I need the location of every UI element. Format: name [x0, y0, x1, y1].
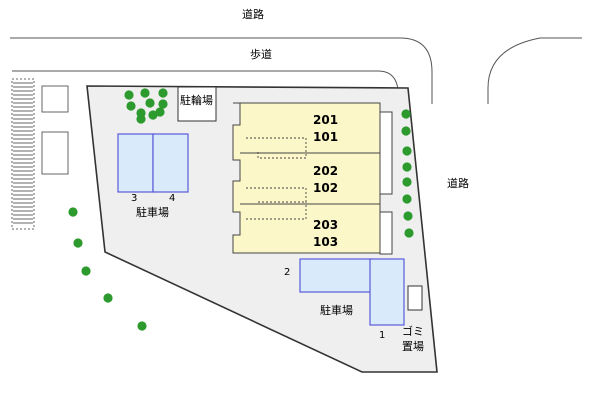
tree-icon [126, 101, 136, 111]
trees [68, 88, 414, 331]
unit-102: 102 [313, 181, 339, 195]
road-right-curb-line [487, 37, 582, 104]
tree-icon [145, 98, 155, 108]
road-top-label: 道路 [242, 8, 264, 21]
tree-icon [404, 228, 414, 238]
tree-icon [158, 99, 168, 109]
tree-icon [148, 110, 158, 120]
building-outline [232, 102, 381, 254]
unit-103: 103 [313, 235, 339, 249]
balcony-top [379, 111, 393, 195]
parking-left [117, 133, 189, 193]
tree-icon [155, 107, 165, 117]
parking-space-2 [299, 258, 373, 293]
sidewalk-outer-line [10, 37, 433, 104]
unit-101: 101 [313, 130, 339, 144]
tree-icon [124, 90, 134, 100]
garbage-label-line1: ゴミ [402, 325, 424, 338]
parking-number-2: 2 [284, 267, 291, 278]
tree-icon [158, 88, 168, 98]
tree-icon [402, 162, 412, 172]
parking-right [299, 258, 405, 326]
neighbour-parking [11, 78, 69, 230]
garbage-area [407, 285, 423, 311]
tree-icon [403, 211, 413, 221]
tree-icon [401, 126, 411, 136]
parking-number-3: 3 [131, 193, 138, 204]
unit-202: 202 [313, 164, 339, 178]
tree-icon [103, 293, 113, 303]
tree-icon [136, 114, 146, 124]
unit-203: 203 [313, 218, 339, 232]
tree-icon [68, 207, 78, 217]
tree-icon [81, 266, 91, 276]
tree-icon [73, 238, 83, 248]
garbage-label-line2: 置場 [402, 340, 424, 353]
sidewalk-label: 歩道 [250, 48, 272, 61]
parking-space-1 [369, 258, 405, 326]
tree-icon [137, 321, 147, 331]
tree-icon [402, 177, 412, 187]
tree-icon [140, 88, 150, 98]
tree-icon [401, 109, 411, 119]
parking-space-3 [117, 133, 154, 193]
building [232, 102, 393, 255]
parking-number-1: 1 [379, 330, 386, 341]
road-lines [10, 37, 582, 104]
tree-icon [402, 194, 412, 204]
parking-number-4: 4 [169, 193, 176, 204]
road-right-label: 道路 [447, 177, 469, 190]
parking-left-label: 駐車場 [136, 206, 169, 219]
neighbour-parking-block-b [41, 131, 69, 175]
building-dashed-corridors [246, 137, 307, 220]
parking-space-4 [152, 133, 189, 193]
tree-icon [402, 146, 412, 156]
bike-parking-area [177, 86, 217, 122]
parking-right-label: 駐車場 [320, 304, 353, 317]
sidewalk-inner-line [12, 70, 399, 91]
balcony-bottom [379, 211, 393, 255]
bike-parking-label: 駐輪場 [180, 94, 213, 107]
unit-201: 201 [313, 113, 339, 127]
neighbour-parking-block-a [41, 85, 69, 113]
